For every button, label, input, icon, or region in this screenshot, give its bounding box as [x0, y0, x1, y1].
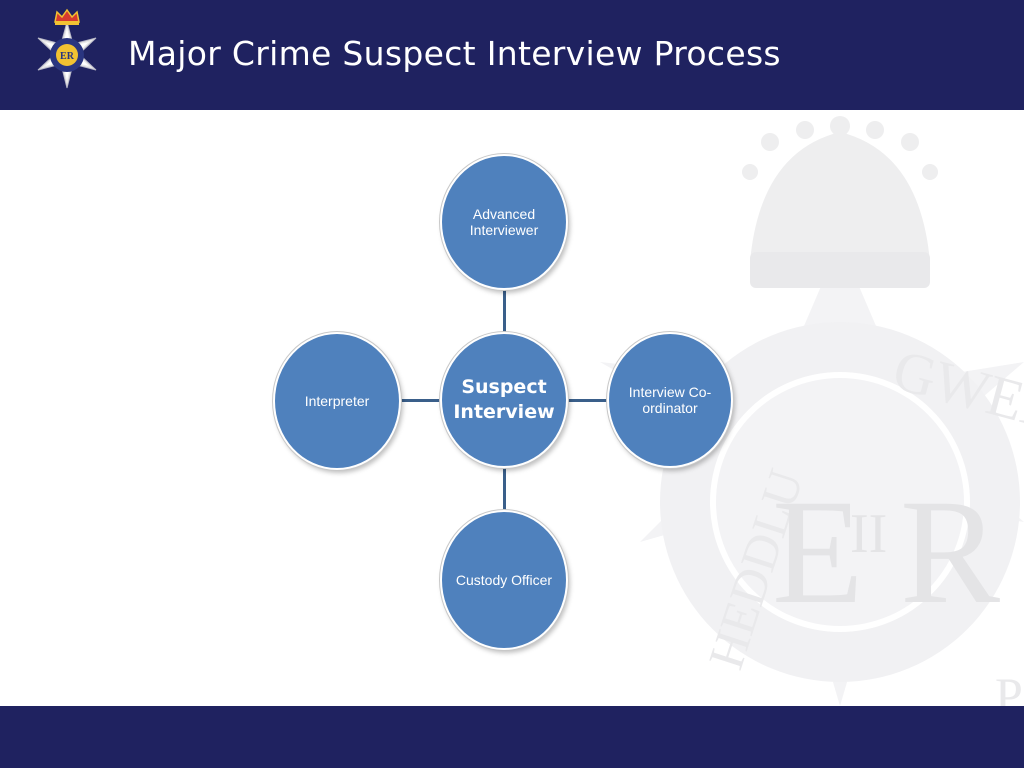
node-suspect-interview: Suspect Interview — [440, 332, 568, 468]
node-advanced-interviewer: Advanced Interviewer — [440, 154, 568, 290]
connector-top — [503, 290, 506, 332]
connector-bottom — [503, 468, 506, 510]
header-bar: ER Major Crime Suspect Interview Process — [0, 0, 1024, 110]
police-star-badge-icon: ER — [37, 8, 97, 89]
crest-watermark: GWENT HEDDLU P E II R — [600, 116, 1024, 706]
connector-right — [567, 399, 608, 402]
connector-left — [400, 399, 441, 402]
node-interpreter: Interpreter — [273, 332, 401, 470]
svg-text:E: E — [772, 469, 864, 635]
page-title: Major Crime Suspect Interview Process — [128, 34, 781, 73]
node-custody-officer: Custody Officer — [440, 510, 568, 650]
svg-text:P: P — [995, 667, 1023, 706]
svg-text:R: R — [900, 469, 1000, 635]
svg-text:II: II — [850, 503, 887, 565]
interview-process-diagram: Advanced Interviewer Suspect Interview I… — [0, 110, 1024, 706]
node-interview-coordinator: Interview Co-ordinator — [607, 332, 733, 468]
svg-text:ER: ER — [60, 51, 75, 62]
footer-bar — [0, 706, 1024, 768]
